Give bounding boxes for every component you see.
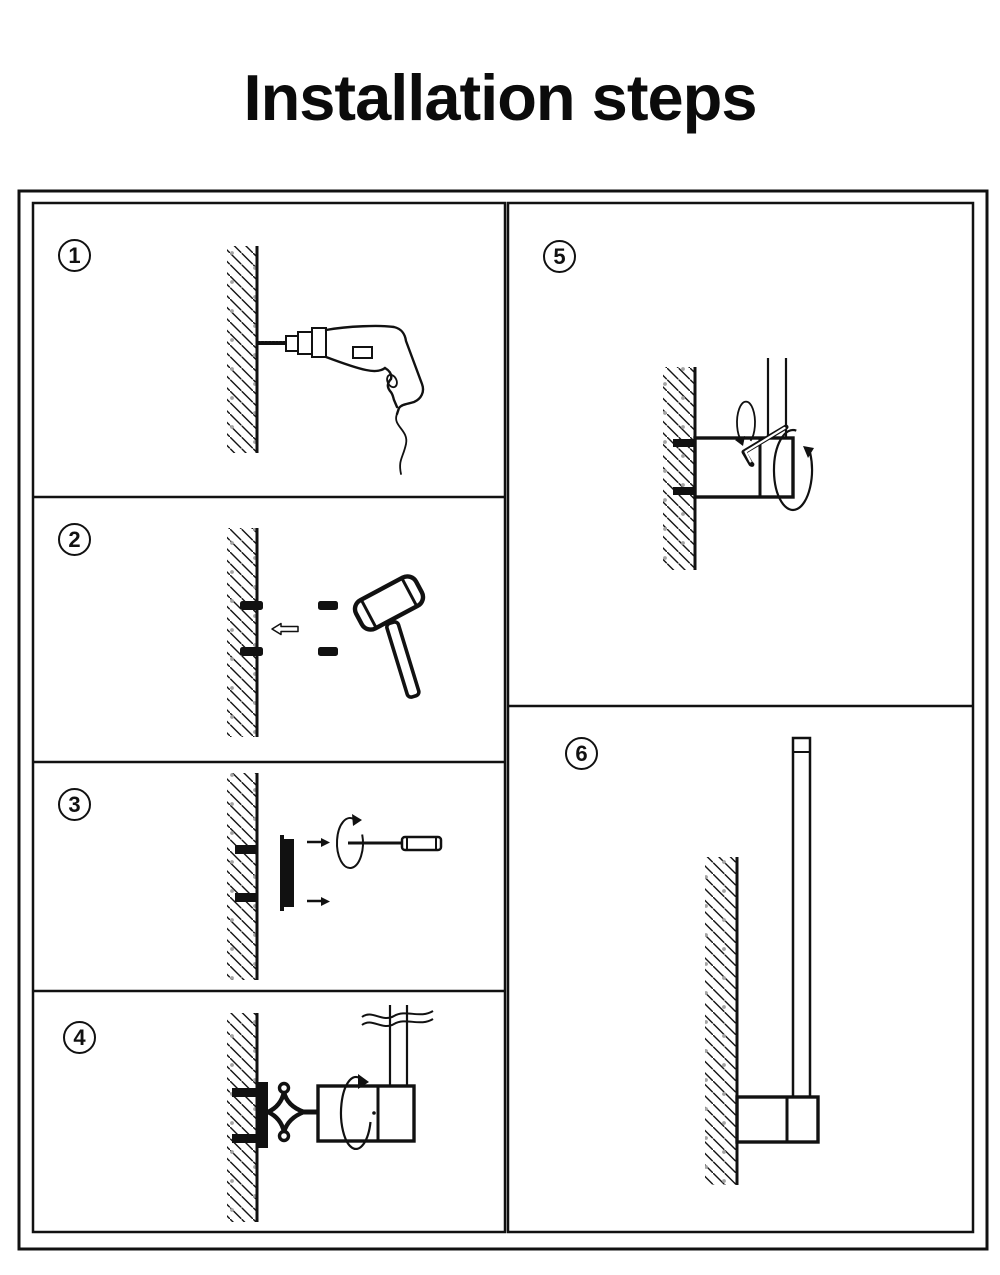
wall-plug-icon — [240, 601, 263, 610]
wall-anchor — [232, 1088, 258, 1097]
frame — [17, 189, 989, 1251]
installed-fixture-icon — [735, 736, 820, 1144]
wall-step5 — [663, 367, 697, 570]
mounting-plate-icon — [256, 1082, 268, 1148]
rotation-arrow-icon — [735, 400, 756, 446]
wall-step2 — [227, 528, 259, 737]
wall-step6 — [705, 857, 739, 1185]
drill-handle-outline — [324, 355, 399, 409]
step3-art — [235, 814, 443, 911]
step-number-1: 1 — [58, 239, 91, 272]
wall-plug-icon — [240, 647, 263, 656]
screwdriver-icon — [348, 835, 443, 852]
step-number-3: 3 — [58, 788, 91, 821]
wall-anchor — [235, 845, 258, 854]
drill-vent — [352, 346, 373, 359]
wall-step4 — [227, 1013, 259, 1222]
screw-icon — [307, 897, 330, 906]
bracket-knob — [277, 1081, 291, 1095]
wall-anchor — [673, 487, 697, 495]
step-number-6: 6 — [565, 737, 598, 770]
outer-frame — [17, 189, 989, 1251]
rotation-arrow-icon — [335, 814, 364, 869]
bracket-knob — [277, 1129, 291, 1143]
mallet-head-cap — [360, 599, 378, 628]
drill-icon — [256, 324, 425, 475]
wall-plug-icon — [318, 601, 338, 610]
wall-anchor — [232, 1134, 258, 1143]
step2-art — [240, 574, 426, 699]
drill-chuck — [285, 335, 299, 352]
drill-trigger — [386, 373, 398, 389]
fixture-body-icon — [735, 1095, 820, 1144]
lamp-pole — [791, 736, 812, 1099]
drill-cord — [395, 413, 408, 475]
step-number-5: 5 — [543, 240, 576, 273]
page-title: Installation steps — [243, 61, 758, 134]
plate-body — [284, 839, 294, 907]
swivel-bracket-icon — [265, 1081, 319, 1143]
step-number-2: 2 — [58, 523, 91, 556]
rotation-arrow-icon — [339, 1074, 376, 1151]
mallet-head-cap — [400, 578, 418, 607]
mallet-head — [352, 574, 426, 632]
break-lines-icon — [361, 1010, 434, 1027]
drill-chuck-collar — [311, 327, 327, 358]
wall-step3 — [227, 773, 259, 980]
fixture-body-icon — [316, 1084, 416, 1143]
left-column-box — [31, 201, 507, 1234]
screwdriver-handle — [400, 835, 443, 852]
rotation-arrow-icon — [772, 428, 814, 512]
mallet-handle — [385, 620, 421, 699]
wall-sections — [227, 246, 739, 1222]
wall-anchor — [673, 439, 697, 447]
drill-body-outline — [324, 324, 425, 416]
screw-icon — [307, 838, 330, 847]
drill-chuck-step — [297, 331, 313, 355]
wall-step1 — [227, 246, 259, 453]
step-number-4: 4 — [63, 1021, 96, 1054]
right-column-box — [506, 201, 975, 1234]
wall-plug-icon — [318, 647, 338, 656]
step4-art — [232, 1005, 434, 1151]
arrow-left-icon — [271, 622, 299, 636]
wall-anchor — [235, 893, 258, 902]
mounting-plate-icon — [280, 835, 294, 911]
hex-key-icon — [741, 424, 789, 467]
plate-flange — [280, 835, 284, 911]
step5-art — [673, 358, 814, 512]
mallet-icon — [352, 574, 426, 699]
